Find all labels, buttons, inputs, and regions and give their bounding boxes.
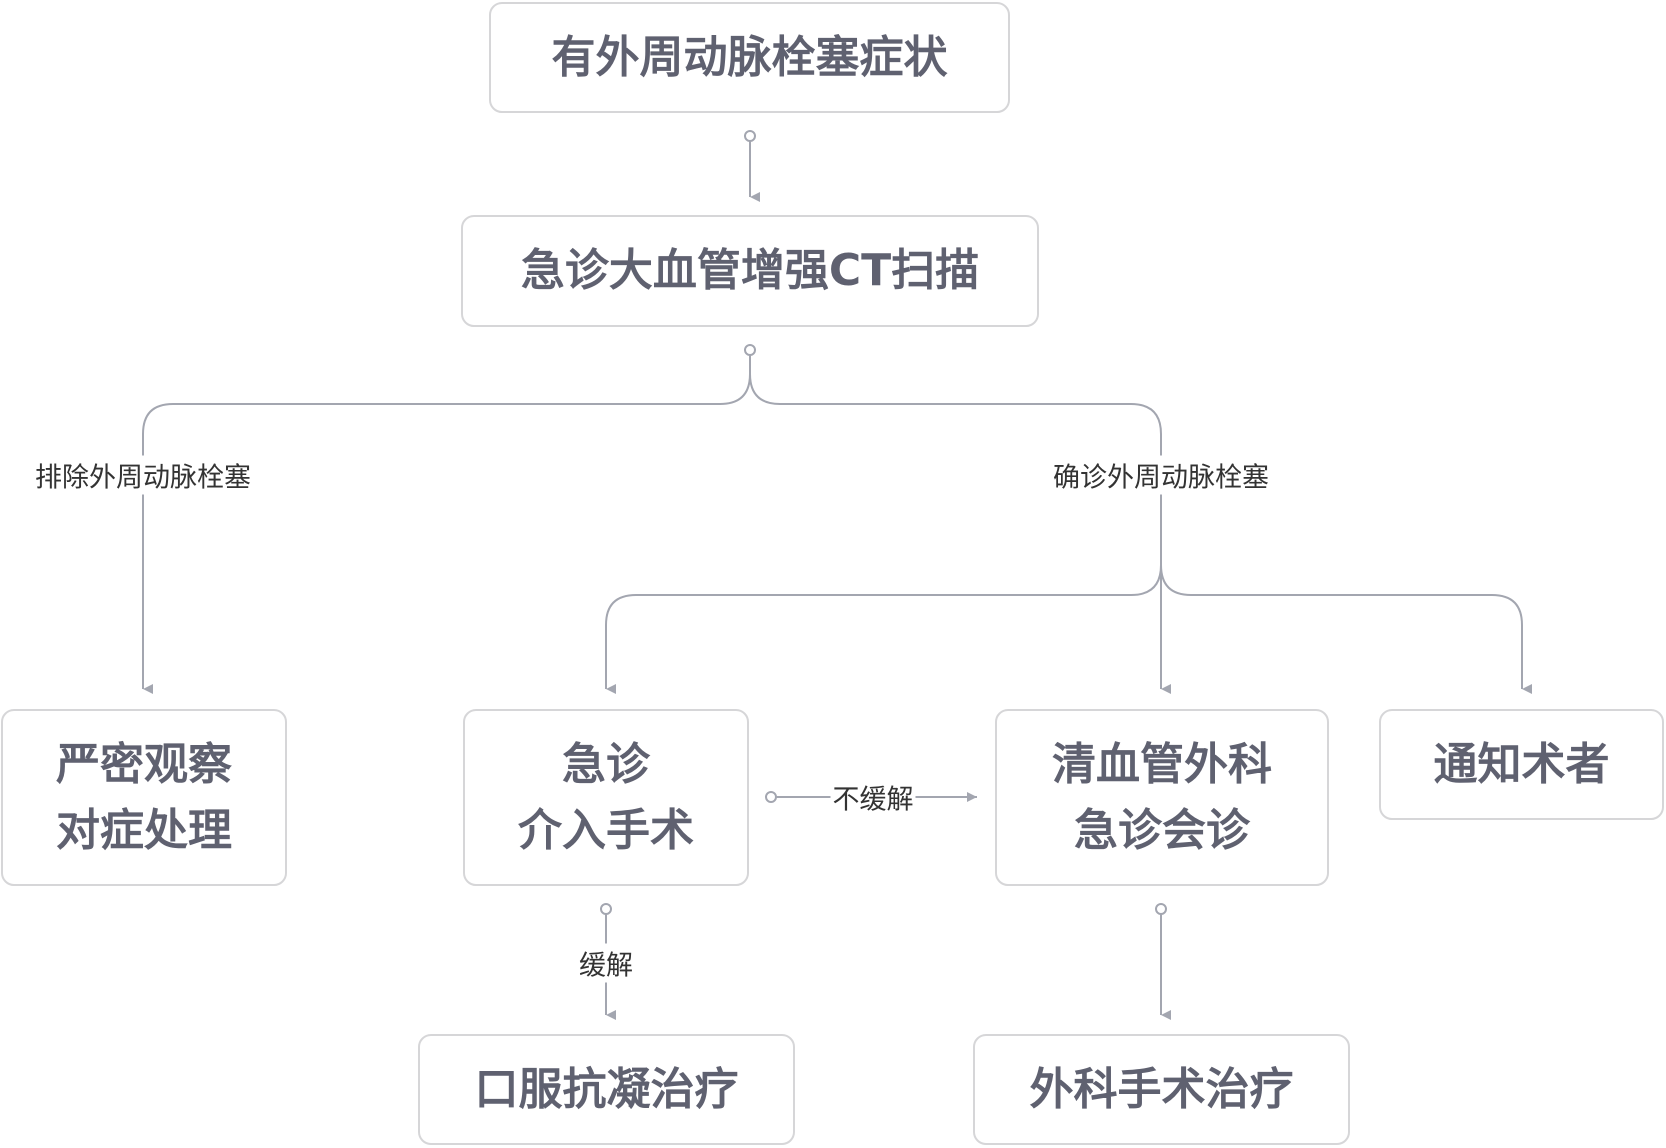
edge-label-exclude: 排除外周动脉栓塞	[33, 455, 253, 495]
node-text: 清血管外科	[1052, 738, 1272, 790]
node-text: 急诊大血管增强CT扫描	[520, 245, 980, 296]
node-observe: 严密观察 对症处理	[1, 709, 287, 886]
port-circle	[600, 903, 612, 915]
node-text: 通知术者	[1433, 738, 1610, 790]
node-consult: 清血管外科 急诊会诊	[995, 709, 1329, 886]
node-text: 外科手术治疗	[1029, 1063, 1294, 1115]
edge-ct-exclude	[142, 355, 751, 694]
node-text: 对症处理	[56, 804, 232, 856]
node-intervention: 急诊 介入手术	[463, 709, 749, 886]
port-circle	[1155, 903, 1167, 915]
node-ct-scan: 急诊大血管增强CT扫描	[461, 215, 1039, 327]
node-surgery: 外科手术治疗	[973, 1034, 1350, 1145]
node-text: 口服抗凝治疗	[474, 1063, 739, 1115]
node-text: 急诊	[562, 738, 650, 790]
node-text: 急诊会诊	[1074, 804, 1250, 856]
node-anticoag: 口服抗凝治疗	[418, 1034, 795, 1145]
node-text: 有外周动脉栓塞症状	[551, 31, 948, 83]
edge-label-relieved: 缓解	[577, 943, 635, 983]
edge-ct-confirm	[749, 373, 1171, 694]
node-text: 严密观察	[56, 738, 232, 790]
port-circle	[744, 344, 756, 356]
edge-label-not-relieved: 不缓解	[830, 777, 916, 817]
node-text: 介入手术	[518, 804, 694, 856]
edge-confirm-intervention	[605, 564, 1162, 694]
node-notify: 通知术者	[1379, 709, 1664, 820]
port-circle	[744, 130, 756, 142]
edge-confirm-notify	[1160, 564, 1532, 694]
port-circle	[765, 791, 777, 803]
edge-label-confirm: 确诊外周动脉栓塞	[1051, 455, 1271, 495]
node-symptom: 有外周动脉栓塞症状	[489, 2, 1010, 113]
